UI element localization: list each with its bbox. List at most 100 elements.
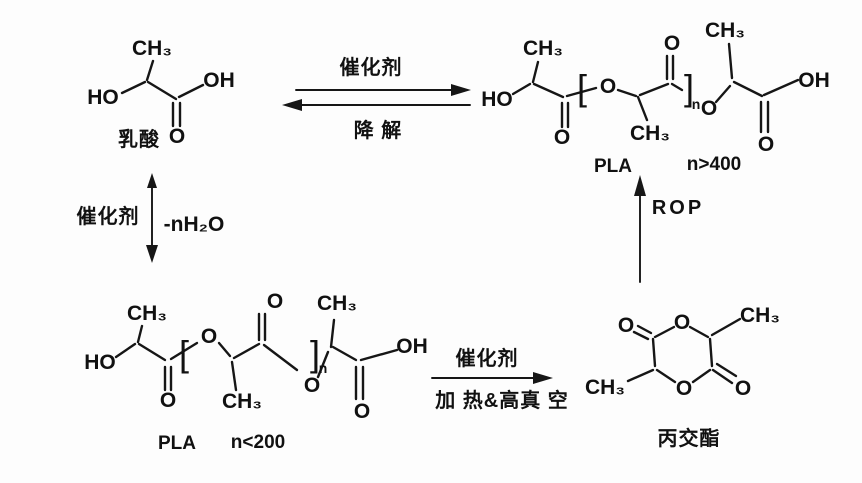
bond bbox=[670, 82, 684, 92]
rop-arrowhead bbox=[634, 175, 646, 196]
ring-bond bbox=[653, 325, 676, 339]
bond bbox=[359, 348, 399, 362]
pla-low-degree: n<200 bbox=[231, 432, 285, 453]
lactide-route-arrow: 催化剂 加 热&高真 空 bbox=[431, 346, 568, 412]
double-bond bbox=[715, 362, 738, 378]
ring-bond bbox=[651, 337, 657, 368]
bond bbox=[146, 80, 178, 101]
pla-low-name: PLA bbox=[158, 433, 196, 454]
bond bbox=[329, 318, 336, 349]
bond bbox=[762, 78, 800, 97]
pla-low-ch3-bottom-label: CH₃ bbox=[222, 390, 262, 413]
condensation-arrowhead-up bbox=[147, 173, 157, 188]
bond bbox=[145, 59, 155, 82]
ring-bond bbox=[708, 337, 714, 368]
pla-low-ho-label: HO bbox=[84, 351, 116, 374]
bond bbox=[114, 342, 137, 359]
lactide-ring-o-top-label: O bbox=[674, 311, 690, 334]
pla-low-ch3-top-label: CH₃ bbox=[317, 292, 357, 315]
condensation-arrowhead-down bbox=[146, 245, 158, 263]
pla-low-carbonyl-o2-label: O bbox=[354, 400, 370, 423]
bond bbox=[217, 341, 232, 358]
lactide-ch3-right-label: CH₃ bbox=[740, 304, 780, 327]
pla-high-ch3-top-label: CH₃ bbox=[705, 19, 745, 42]
lactide-ch3-left-label: CH₃ bbox=[585, 376, 625, 399]
pla-low-ch3-label: CH₃ bbox=[127, 302, 167, 325]
reverse-arrowhead bbox=[282, 99, 302, 111]
pla-high-ch3-label: CH₃ bbox=[523, 37, 563, 60]
lactic-acid-o-label: O bbox=[169, 125, 185, 148]
pla-high-oh-label: OH bbox=[798, 69, 830, 92]
lactic-acid-name: 乳酸 bbox=[118, 127, 160, 151]
pla-high-right-bracket: ] bbox=[684, 67, 694, 108]
pla-low-left-bracket: [ bbox=[179, 333, 189, 374]
pla-high-n-subscript: n bbox=[692, 96, 701, 112]
bond bbox=[120, 80, 147, 95]
pla-low-ester-o2-label: O bbox=[304, 374, 320, 397]
lactic-acid-structure: CH₃ HO OH O 乳酸 bbox=[87, 37, 235, 151]
rop-label: ROP bbox=[652, 197, 704, 219]
pla-low-right-bracket: ] bbox=[310, 333, 320, 374]
rop-arrow: ROP bbox=[634, 175, 704, 283]
condensation-arrow: 催化剂 -nH₂O bbox=[77, 173, 225, 263]
pla-low-carbonyl-o-top-label: O bbox=[267, 290, 283, 313]
lactide-structure: O O CH₃ CH₃ O O 丙交酯 bbox=[585, 304, 780, 450]
bond bbox=[331, 345, 358, 362]
bond bbox=[636, 95, 649, 122]
pla-high-ho-label: HO bbox=[481, 88, 513, 111]
ring-bond bbox=[688, 325, 710, 339]
bond bbox=[710, 317, 742, 337]
ring-bond bbox=[655, 368, 677, 384]
pla-low-oh-label: OH bbox=[396, 335, 428, 358]
pla-high-ester-o2-label: O bbox=[701, 97, 717, 120]
bond bbox=[638, 82, 670, 97]
bond bbox=[727, 42, 734, 80]
bond bbox=[714, 84, 732, 104]
equilibrium-arrows: 催化剂 降 解 bbox=[282, 55, 471, 142]
lactide-route-catalyst-label: 催化剂 bbox=[456, 346, 519, 370]
bond bbox=[262, 343, 299, 372]
lactic-acid-oh-label: OH bbox=[203, 69, 235, 92]
bond bbox=[177, 83, 205, 99]
pla-high-carbonyl-o2-label: O bbox=[758, 133, 774, 156]
condensation-catalyst-label: 催化剂 bbox=[77, 204, 140, 228]
bond bbox=[230, 360, 238, 392]
pla-high-carbonyl-o-top-label: O bbox=[664, 32, 680, 55]
forward-arrowhead bbox=[451, 84, 471, 96]
pla-high-carbonyl-o1-label: O bbox=[554, 126, 570, 149]
bond bbox=[565, 86, 598, 98]
bond bbox=[532, 82, 565, 99]
bond bbox=[732, 80, 764, 98]
bond bbox=[169, 341, 199, 361]
lactide-route-arrowhead bbox=[533, 372, 553, 384]
bond bbox=[531, 60, 540, 84]
lactide-carbonyl-o-right-label: O bbox=[735, 377, 751, 400]
bond bbox=[626, 368, 655, 383]
pla-low-structure: HO CH₃ O [ O CH₃ O ] n O CH₃ OH O PLA n<… bbox=[84, 290, 428, 454]
pla-high-ester-o-label: O bbox=[600, 75, 616, 98]
pla-high-ch3-bottom-label: CH₃ bbox=[630, 122, 670, 145]
equilibrium-reverse-label: 降 解 bbox=[354, 118, 403, 142]
pla-high-degree: n>400 bbox=[687, 154, 741, 175]
double-bond bbox=[632, 330, 650, 341]
bond bbox=[137, 342, 167, 362]
lactic-acid-ho-label: HO bbox=[87, 86, 119, 109]
lactic-acid-ch3-label: CH₃ bbox=[132, 37, 172, 60]
pla-high-name: PLA bbox=[594, 156, 632, 177]
pla-low-ester-o-label: O bbox=[201, 325, 217, 348]
lactide-carbonyl-o-left-label: O bbox=[618, 314, 634, 337]
bond bbox=[511, 82, 532, 96]
pla-low-carbonyl-o1-label: O bbox=[160, 389, 176, 412]
pla-high-structure: HO CH₃ [ O O CH₃ ] n O OH O CH₃ O PLA n>… bbox=[481, 19, 830, 177]
double-bond bbox=[636, 324, 653, 335]
pla-low-n-subscript: n bbox=[319, 360, 328, 376]
equilibrium-forward-label: 催化剂 bbox=[340, 55, 403, 79]
condensation-byproduct-label: -nH₂O bbox=[164, 213, 225, 236]
double-bond bbox=[711, 368, 734, 385]
ring-bond bbox=[691, 368, 712, 384]
bond bbox=[316, 350, 330, 379]
bond bbox=[232, 342, 261, 360]
lactide-name: 丙交酯 bbox=[658, 426, 721, 450]
